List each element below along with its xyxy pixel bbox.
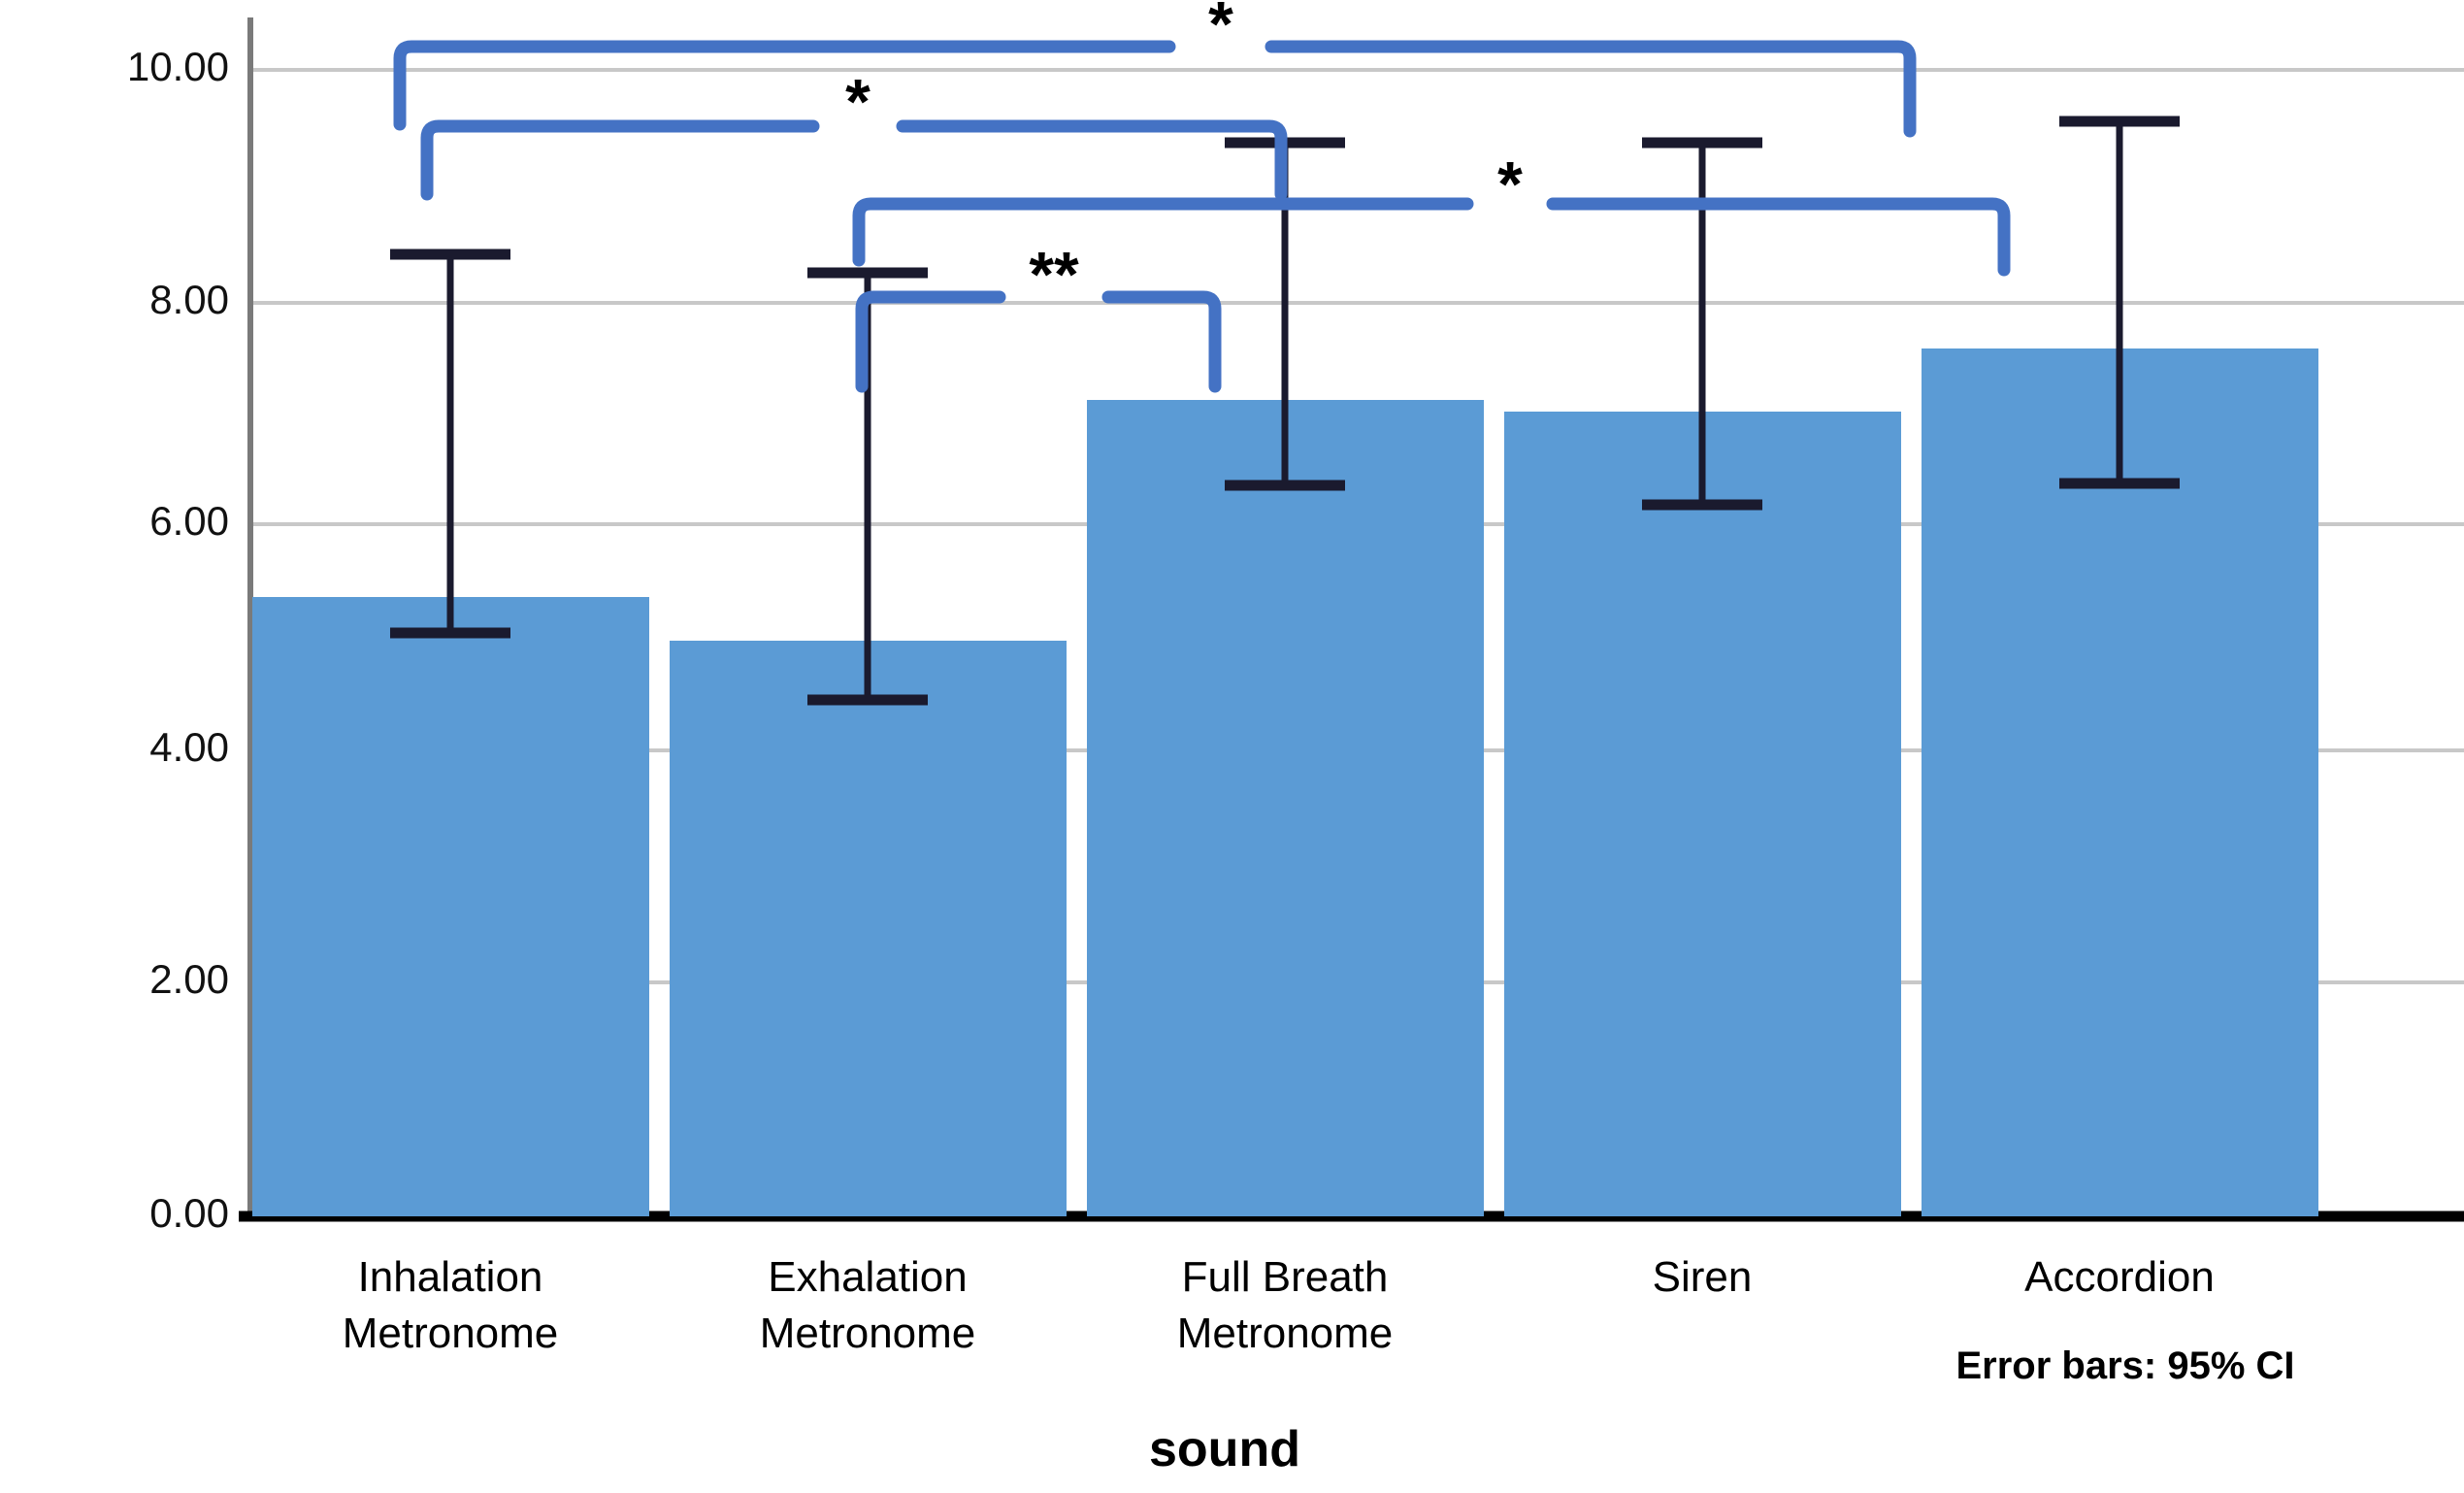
x-axis-title: sound <box>1149 1421 1300 1477</box>
bracket-2-left <box>420 119 820 201</box>
x-tick-label-exhalation-metronome-line2: Metronome <box>760 1310 976 1357</box>
y-axis-ticks: 10.00 8.00 6.00 4.00 2.00 0.00 <box>127 44 229 1236</box>
x-tick-label-inhalation-metronome-line2: Metronome <box>343 1310 559 1357</box>
y-tick-label: 10.00 <box>127 44 229 89</box>
bar-exhalation-metronome[interactable] <box>670 641 1067 1216</box>
bracket-1-left <box>393 40 1176 131</box>
y-tick-label: 8.00 <box>149 277 229 322</box>
bar-inhalation-metronome[interactable] <box>252 597 649 1216</box>
bracket-4-right <box>1101 290 1222 393</box>
x-tick-label-inhalation-metronome-line1: Inhalation <box>358 1253 543 1301</box>
x-tick-label-exhalation-metronome-line1: Exhalation <box>768 1253 967 1301</box>
sig-star-bracket-1: * <box>1208 0 1233 59</box>
y-tick-label: 2.00 <box>149 956 229 1002</box>
significance-brackets <box>393 40 2011 393</box>
bracket-4-left <box>855 290 1006 393</box>
bracket-3-left <box>852 197 1474 267</box>
y-tick-label: 0.00 <box>149 1190 229 1236</box>
bracket-2-right <box>896 119 1288 201</box>
sig-star-bracket-4: ** <box>1029 238 1079 310</box>
bracket-3-right <box>1546 197 2011 277</box>
x-tick-label-full-breath-metronome-line1: Full Breath <box>1182 1253 1389 1301</box>
error-bars-note: Error bars: 95% CI <box>1955 1344 2294 1387</box>
y-tick-label: 6.00 <box>149 498 229 544</box>
error-bars-group <box>390 116 2180 706</box>
sig-star-bracket-3: * <box>1497 148 1523 219</box>
significance-star-labels: * * * ** <box>845 0 1523 310</box>
bar-siren[interactable] <box>1504 412 1901 1216</box>
sig-star-bracket-2: * <box>845 65 871 137</box>
x-tick-label-accordion: Accordion <box>2024 1253 2215 1301</box>
bar-full-breath-metronome[interactable] <box>1087 400 1484 1216</box>
x-axis-ticks: Inhalation Metronome Exhalation Metronom… <box>343 1253 2215 1357</box>
bar-accordion[interactable] <box>1922 348 2318 1216</box>
x-tick-label-full-breath-metronome-line2: Metronome <box>1177 1310 1394 1357</box>
x-tick-label-siren: Siren <box>1653 1253 1753 1301</box>
bracket-1-right <box>1265 40 1917 138</box>
bars-group <box>252 348 2318 1216</box>
y-tick-label: 4.00 <box>149 724 229 770</box>
